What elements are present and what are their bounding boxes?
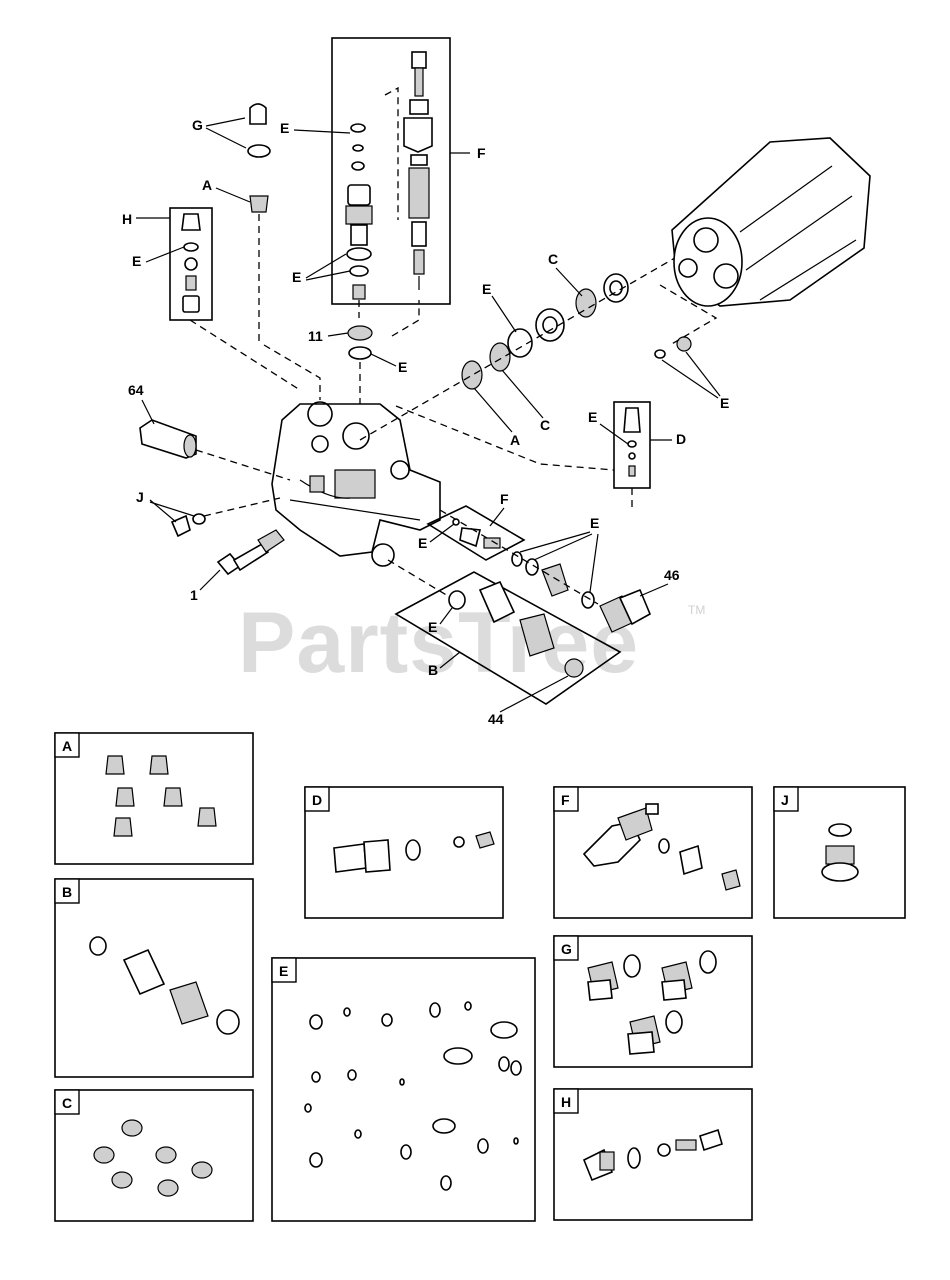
unloader-assembly-box xyxy=(331,37,470,305)
callout-e-h: E xyxy=(132,253,141,269)
o-ring-sequence xyxy=(511,551,595,609)
panel-h-label: H xyxy=(561,1094,571,1110)
part-1-bolt xyxy=(216,529,285,576)
pump-manifold xyxy=(271,401,441,567)
crankcase xyxy=(671,137,871,307)
part-11 xyxy=(347,325,373,360)
callout-1: 1 xyxy=(190,587,198,603)
seal-stack xyxy=(461,273,629,390)
valve-d-box xyxy=(613,401,651,489)
panel-h: H xyxy=(553,1088,753,1221)
panel-e-label: E xyxy=(279,963,288,979)
callout-j: J xyxy=(136,489,144,505)
callout-g: G xyxy=(192,117,203,133)
callout-b: B xyxy=(428,662,438,678)
watermark-trademark: TM xyxy=(688,603,705,617)
right-seal-pair xyxy=(654,336,692,359)
callout-e-right: E xyxy=(720,395,729,411)
panel-g: G xyxy=(553,935,753,1068)
panel-d-label: D xyxy=(312,792,322,808)
relief-assembly-box xyxy=(169,207,213,321)
callout-a-top: A xyxy=(202,177,212,193)
callout-44: 44 xyxy=(488,711,504,727)
panel-a-label: A xyxy=(62,738,72,754)
panel-a: A xyxy=(54,732,254,865)
callout-11: 11 xyxy=(308,328,323,344)
callout-d: D xyxy=(676,431,686,447)
callout-c-top: C xyxy=(548,251,558,267)
watermark-brand: PartsTree xyxy=(238,595,639,691)
callout-e-fsmall: E xyxy=(418,535,427,551)
panel-f: F xyxy=(553,786,753,919)
callout-e-mid: E xyxy=(292,269,301,285)
callout-h: H xyxy=(122,211,132,227)
callout-a-mid: A xyxy=(510,432,520,448)
callout-e-b: E xyxy=(428,619,437,635)
callout-f-top: F xyxy=(477,145,486,161)
callout-64: 64 xyxy=(128,382,144,398)
callout-e-group: E xyxy=(590,515,599,531)
callout-c-mid: C xyxy=(540,417,550,433)
unloader-f-small-box xyxy=(426,505,526,561)
panel-c: C xyxy=(54,1089,254,1222)
plug-j xyxy=(170,513,206,538)
panel-g-label: G xyxy=(561,941,572,957)
callout-e-seal: E xyxy=(482,281,491,297)
panel-c-label: C xyxy=(62,1095,72,1111)
panel-b: B xyxy=(54,878,254,1078)
callout-46: 46 xyxy=(664,567,680,583)
callout-e-top: E xyxy=(280,120,289,136)
part-46-fitting xyxy=(599,588,652,633)
plug-g-top xyxy=(247,103,271,213)
callout-e-11: E xyxy=(398,359,407,375)
panel-j-label: J xyxy=(781,792,789,808)
panel-b-label: B xyxy=(62,884,72,900)
panel-f-label: F xyxy=(561,792,570,808)
panel-j: J xyxy=(773,786,906,919)
part-64-valve xyxy=(139,419,197,459)
panel-e: E xyxy=(271,957,536,1222)
outlet-b-box xyxy=(394,571,622,705)
callout-f-small: F xyxy=(500,491,509,507)
panel-d: D xyxy=(304,786,504,919)
callout-e-d: E xyxy=(588,409,597,425)
